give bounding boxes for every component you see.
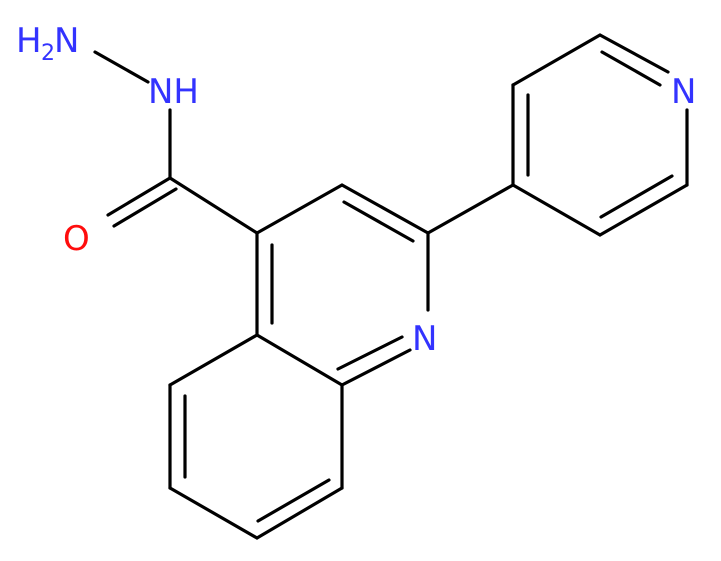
bond-c3-c2-inner bbox=[342, 200, 415, 243]
bond-c6-c7 bbox=[168, 486, 259, 540]
bond-c7-c8-inner bbox=[256, 478, 331, 523]
hydrazine-n-h-label: H bbox=[16, 21, 42, 61]
bond-c4a-c5 bbox=[168, 333, 259, 387]
quinoline-n-label: N bbox=[412, 319, 437, 359]
bond-py-c6-c5-inner bbox=[599, 174, 674, 219]
bond-n1-c8a-inner bbox=[336, 335, 404, 371]
bond-carbonyl-o-1 bbox=[106, 176, 172, 217]
bond-c2-pyridyl bbox=[426, 183, 515, 235]
bond-py-c2-n bbox=[598, 33, 670, 74]
bond-py-c3-c2 bbox=[511, 33, 602, 87]
bond-n1-c8a bbox=[340, 348, 412, 387]
bond-py-c6-c5 bbox=[598, 183, 689, 237]
bond-py-c5-c4 bbox=[511, 183, 602, 237]
bond-nh2-nh bbox=[93, 50, 150, 84]
bond-c7-c8 bbox=[255, 486, 344, 540]
bond-c3-c2 bbox=[340, 183, 430, 235]
bond-carbonyl-o-2 bbox=[112, 187, 178, 228]
amide-nh-label: NH bbox=[148, 72, 199, 112]
bond-c4-c3 bbox=[255, 183, 344, 235]
bond-carbonyl-c4 bbox=[168, 176, 259, 235]
bond-py-c2-n-inner bbox=[600, 50, 662, 87]
pyridine-n-label: N bbox=[671, 72, 696, 112]
carbonyl-o-label: O bbox=[63, 219, 90, 259]
hydrazine-n-symbol-label: N bbox=[54, 21, 79, 61]
bond-c8a-c4a bbox=[255, 333, 344, 387]
hydrazine-n-count-label: 2 bbox=[41, 41, 55, 66]
